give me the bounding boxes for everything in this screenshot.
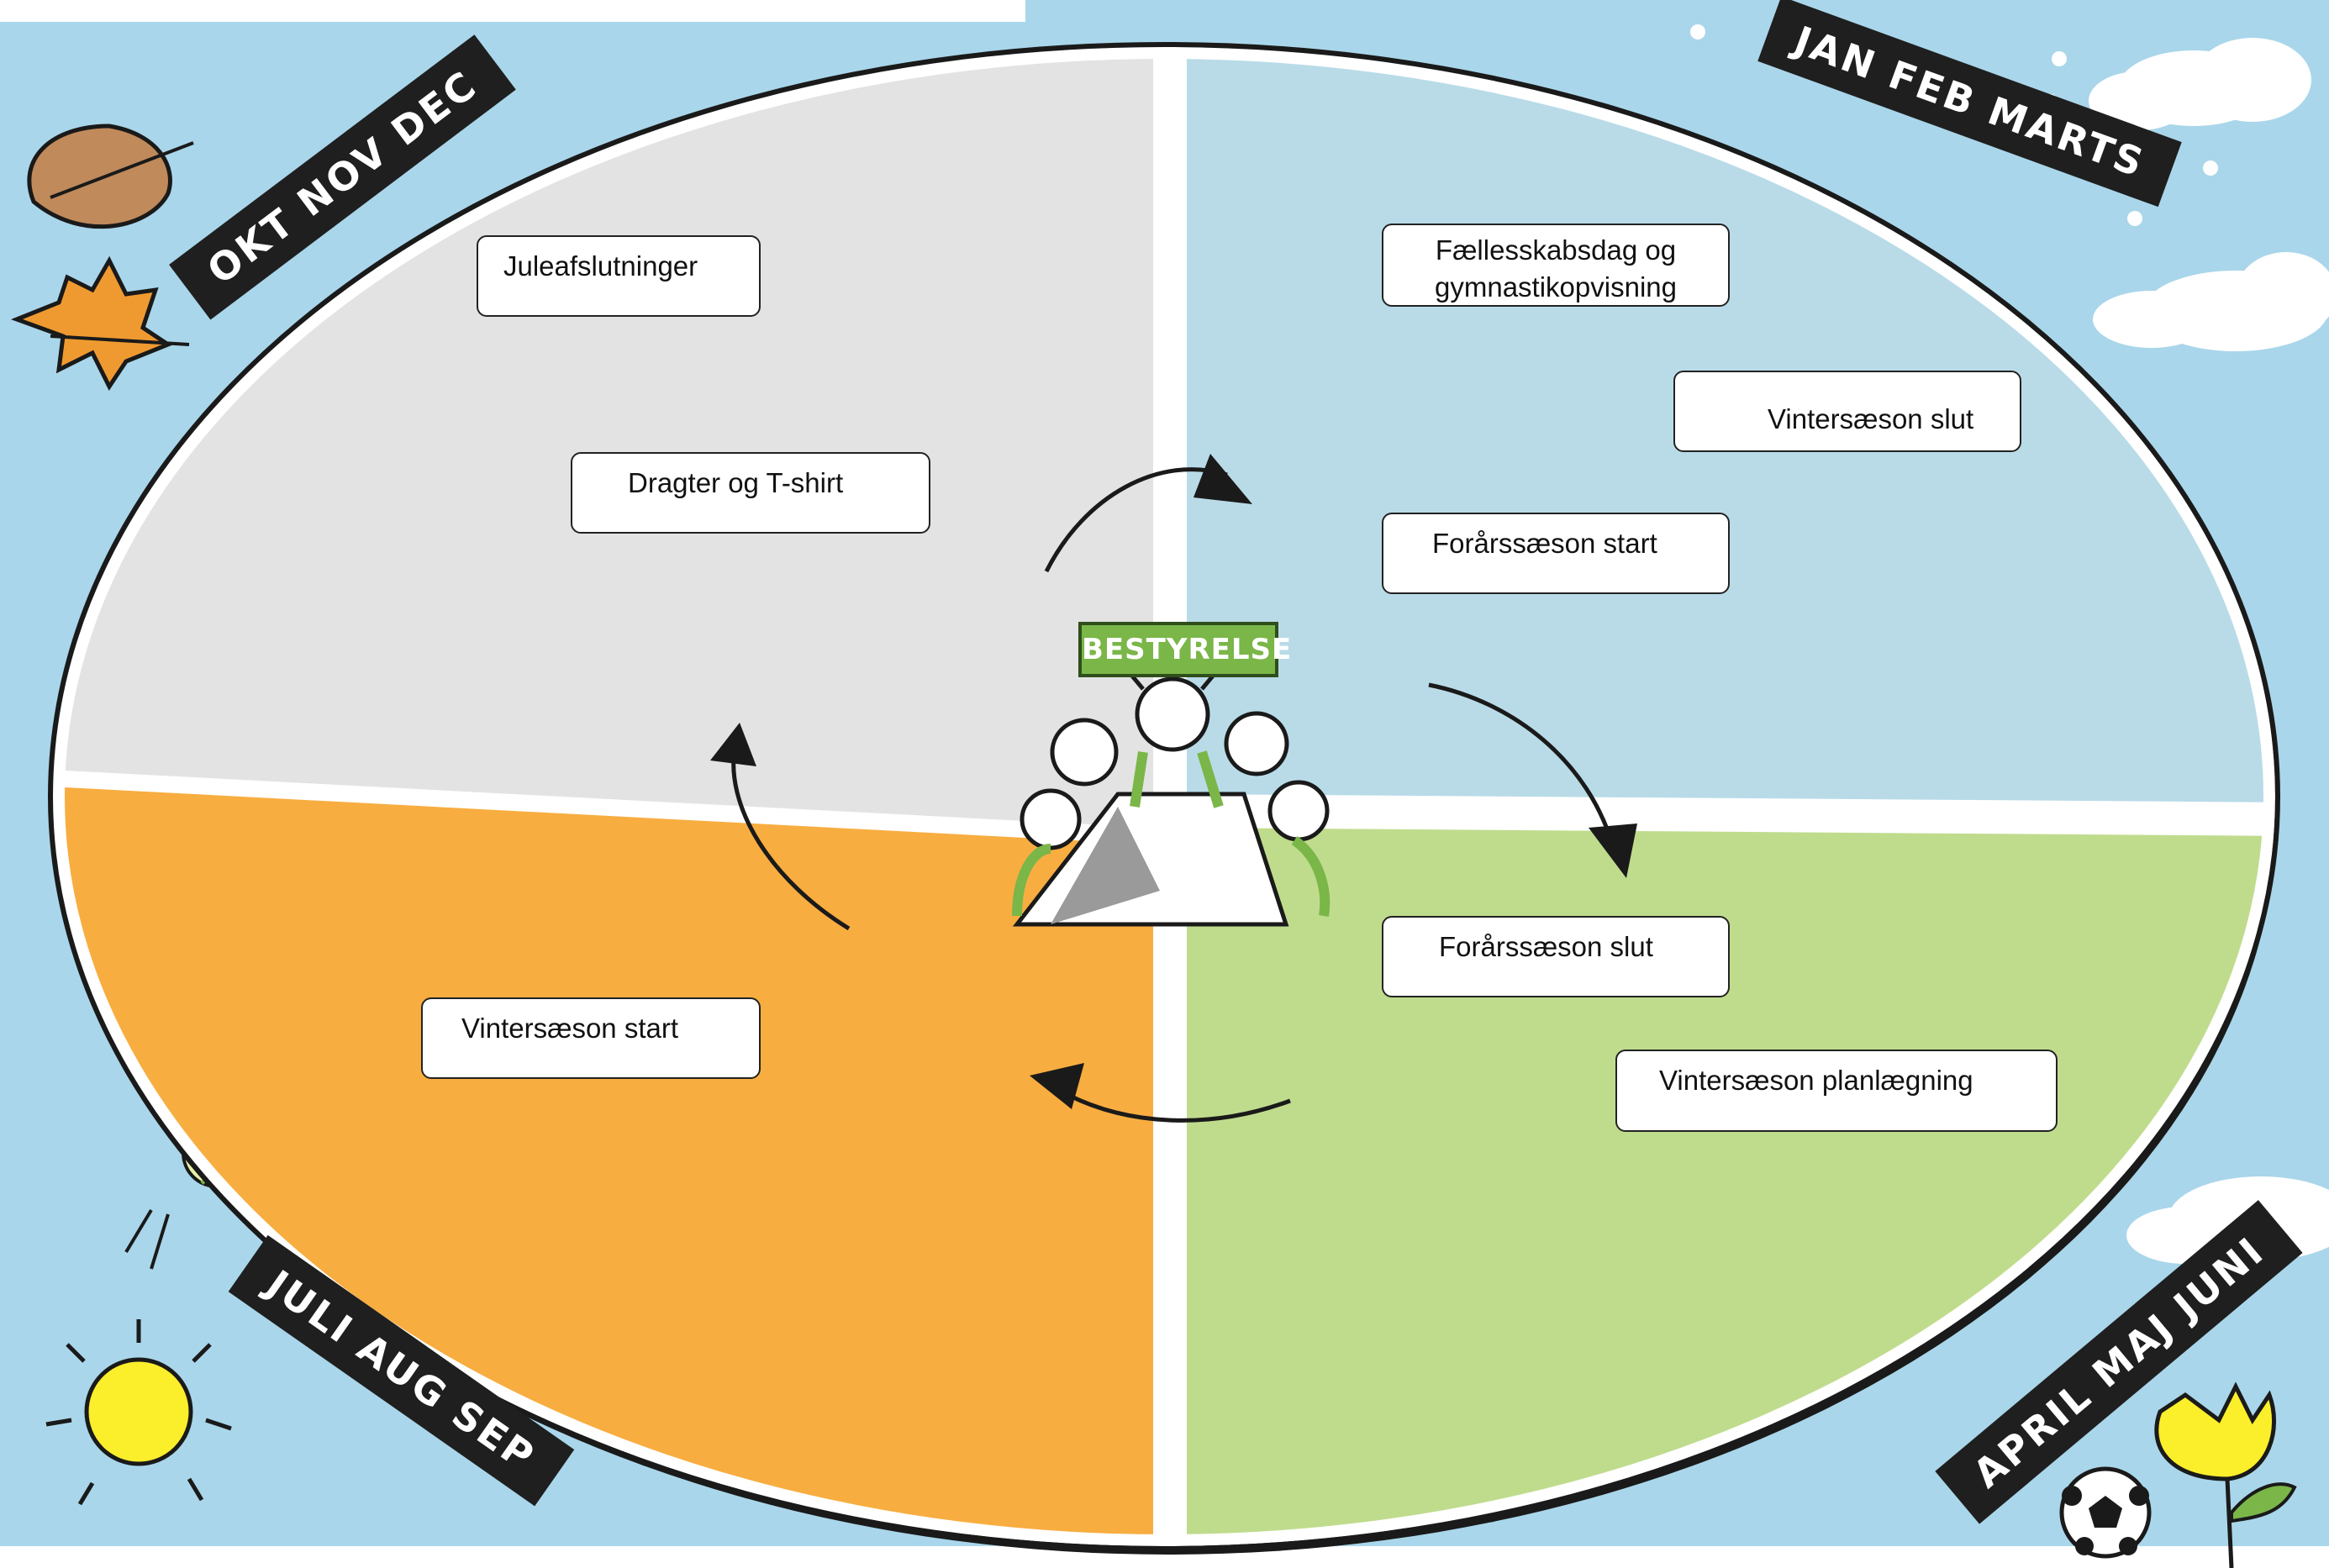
wheel-rim — [53, 47, 2275, 1546]
event-faellesskabsdag: Fællesskabsdag og gymnastikopvisning — [1382, 224, 1730, 307]
event-vintersaeson-start: Vintersæson start — [421, 997, 761, 1079]
event-juleafslutninger: Juleafslutninger — [477, 235, 761, 317]
wheel-outline — [48, 42, 2280, 1551]
arrow-top — [1044, 467, 1228, 573]
event-vintersaeson-slut: Vintersæson slut — [1673, 371, 2021, 452]
event-foraarssaeson-slut: Forårssæson slut — [1382, 916, 1730, 997]
soccer-ball-icon — [2059, 1466, 2152, 1559]
event-dragter-og-t-shirt: Dragter og T-shirt — [571, 452, 930, 534]
board-sign: BESTYRELSE — [1078, 622, 1291, 677]
board-members-illustration — [1012, 662, 1330, 927]
brown-leaf-icon — [27, 124, 194, 229]
arrow-bottom — [1062, 1090, 1291, 1123]
tulip-icon — [2154, 1381, 2297, 1568]
event-foraarssaeson-start: Forårssæson start — [1382, 513, 1730, 594]
event-vintersaeson-planlaegning: Vintersæson planlægning — [1615, 1050, 2058, 1132]
top-paper-edge — [0, 0, 1025, 22]
cycle-arrows — [710, 454, 1637, 1123]
orange-leaf-icon — [10, 255, 190, 391]
cloud-icon — [2089, 38, 2311, 130]
cloud-icon — [2093, 252, 2329, 351]
sun-icon — [45, 1319, 232, 1506]
arrow-right — [1428, 682, 1616, 850]
arrow-left — [731, 743, 851, 931]
